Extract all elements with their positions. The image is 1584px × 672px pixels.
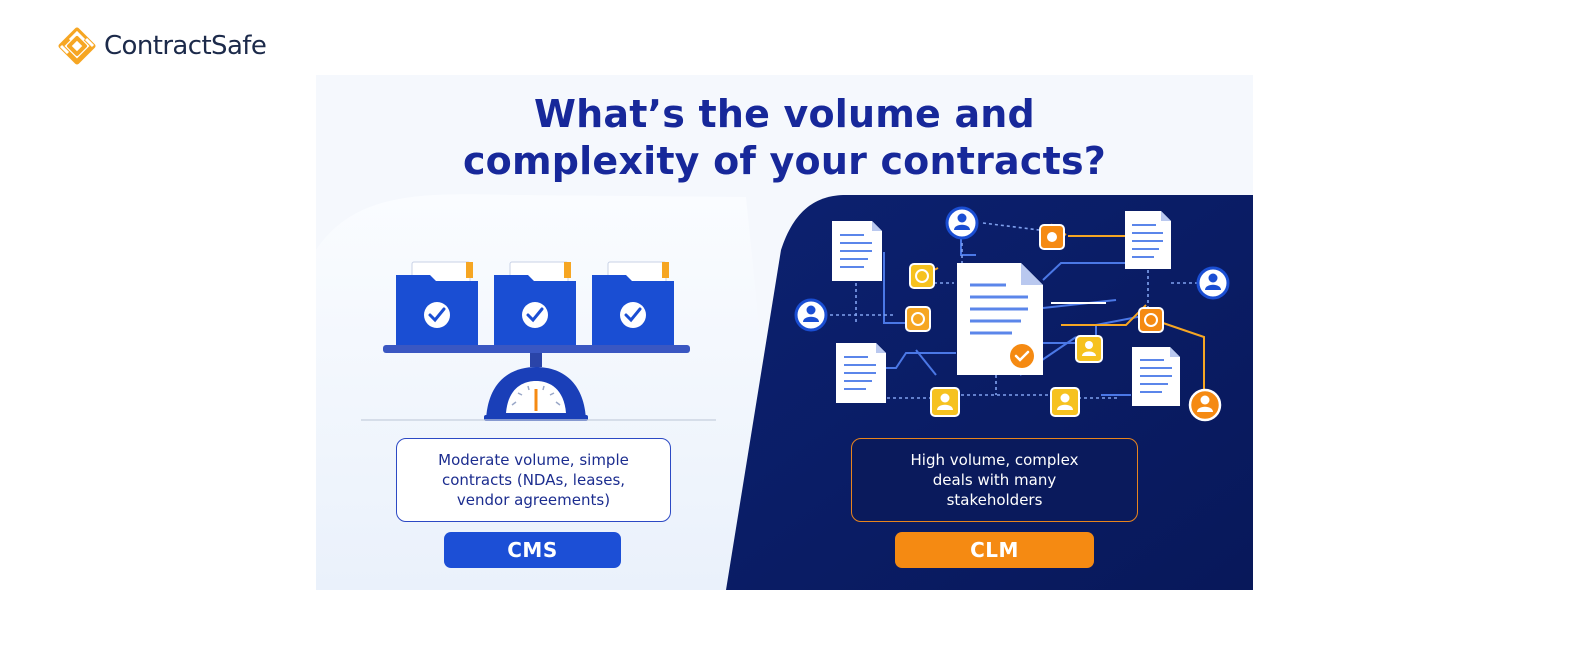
headline: What’s the volume and complexity of your… (316, 91, 1253, 185)
brand-name: ContractSafe (104, 31, 267, 61)
clm-label: CLM (895, 532, 1094, 568)
folder-check-icon (592, 261, 674, 345)
cms-description: Moderate volume, simple contracts (NDAs,… (438, 451, 629, 509)
headline-line-1: What’s the volume and (534, 92, 1035, 136)
folder-check-icon (396, 261, 478, 345)
scale-icon (361, 261, 716, 421)
infographic: What’s the volume and complexity of your… (316, 75, 1253, 590)
brand-logo[interactable]: ContractSafe (58, 26, 267, 66)
cms-description-card: Moderate volume, simple contracts (NDAs,… (396, 438, 671, 522)
contractsafe-logo-icon (58, 27, 96, 65)
clm-description-card: High volume, complex deals with many sta… (851, 438, 1138, 522)
clm-description: High volume, complex deals with many sta… (910, 451, 1079, 509)
stakeholder-network-icon (794, 206, 1230, 422)
headline-line-2: complexity of your contracts? (462, 139, 1107, 183)
cms-label: CMS (444, 532, 621, 568)
folder-check-icon (494, 261, 576, 345)
